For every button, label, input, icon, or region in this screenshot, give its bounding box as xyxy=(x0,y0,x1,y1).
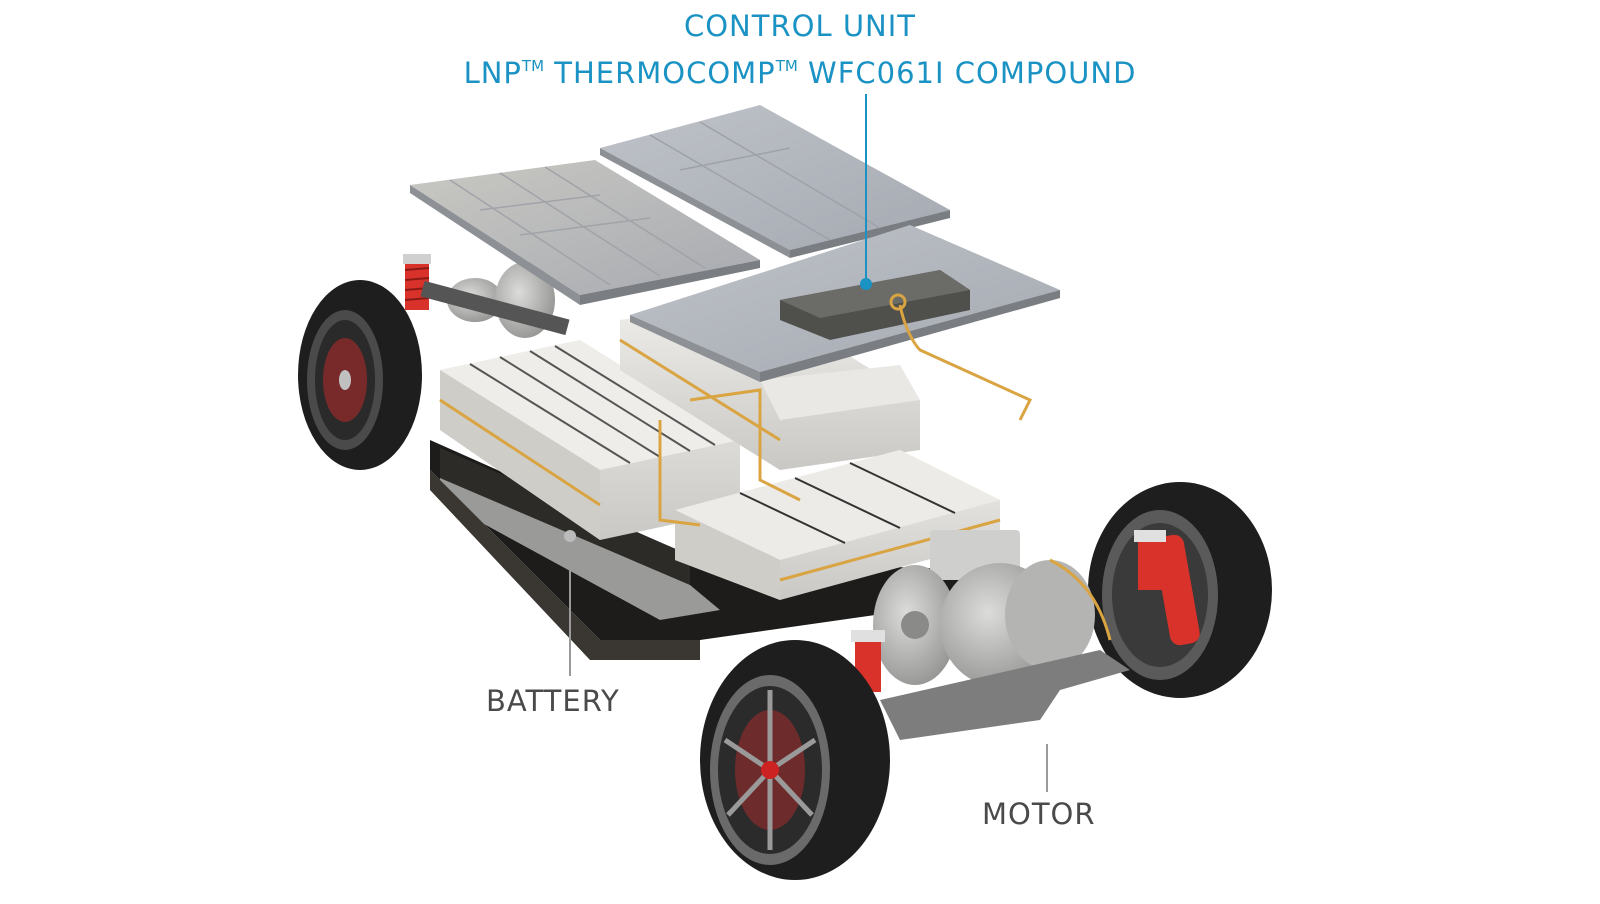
wiring-harness xyxy=(658,304,1112,641)
motor-label: MOTOR xyxy=(982,797,1096,831)
battery-lid-left xyxy=(410,160,760,305)
control-unit-callout: CONTROL UNIT LNPTM THERMOCOMPTM WFC061I … xyxy=(400,6,1200,93)
trademark-symbol: TM xyxy=(775,57,798,75)
trademark-symbol: TM xyxy=(521,57,545,75)
material-brand: LNP xyxy=(463,56,522,90)
rear-drive-unit xyxy=(420,262,570,338)
wheel-rear-right xyxy=(1088,482,1272,698)
material-line: THERMOCOMP xyxy=(544,56,776,90)
control-unit-housing xyxy=(780,270,970,340)
control-unit-leader xyxy=(860,94,872,290)
battery-modules-left xyxy=(439,340,740,540)
front-subframe xyxy=(880,650,1130,740)
battery-label: BATTERY xyxy=(486,684,620,718)
wheel-front-left xyxy=(700,640,890,880)
battery-tray xyxy=(430,440,980,660)
material-grade: WFC061I COMPOUND xyxy=(797,56,1137,90)
electric-motor xyxy=(873,530,1095,687)
suspension-spring-front-right xyxy=(1134,530,1166,590)
control-unit-title: CONTROL UNIT xyxy=(683,9,917,43)
battery-lid-right-rear xyxy=(600,105,950,258)
battery-leader xyxy=(564,530,576,676)
control-unit-material: LNPTM THERMOCOMPTM WFC061I COMPOUND xyxy=(400,46,1200,93)
wheel-rear-left xyxy=(298,280,422,470)
